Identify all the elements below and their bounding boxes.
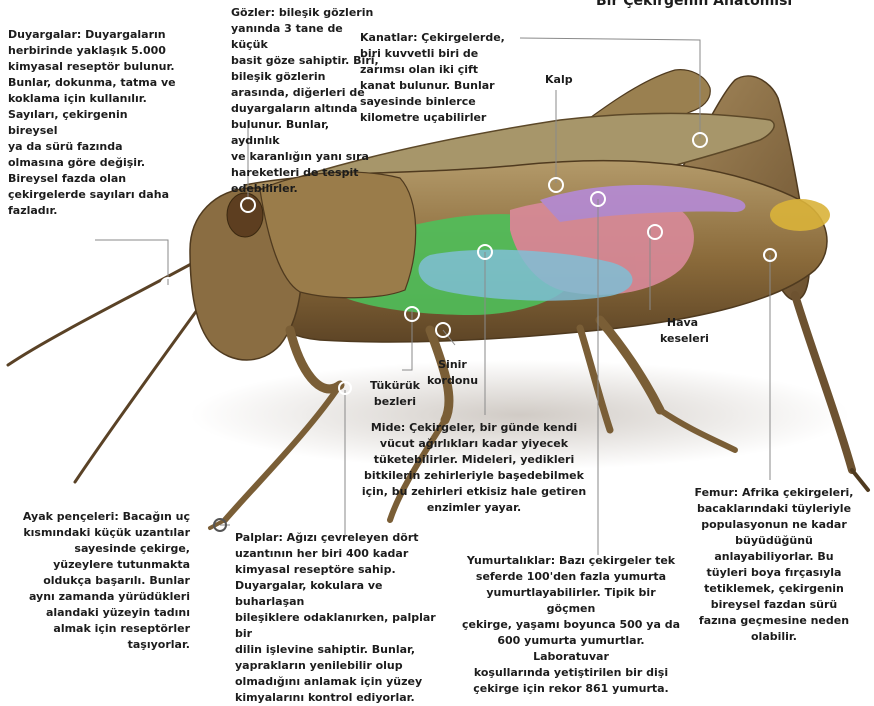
label-eyes: Gözler: bileşik gözlerin yanında 3 tane …: [231, 5, 381, 197]
label-stomach: Mide: Çekirgeler, bir günde kendi vücut …: [354, 420, 594, 516]
label-femur: Femur: Afrika çekirgeleri, bacaklarındak…: [684, 485, 864, 645]
label-antennae: Duyargalar: Duyargaların herbirinde yakl…: [8, 27, 180, 219]
label-ovaries: Yumurtalıklar: Bazı çekirgeler tek sefer…: [461, 553, 681, 697]
diagram-title: Bir Çekirgenin Anatomisi: [596, 0, 792, 9]
label-heart: Kalp: [545, 72, 573, 88]
label-air-sacs: Hava keseleri: [660, 315, 705, 347]
label-claws: Ayak pençeleri: Bacağın uç kısmındaki kü…: [18, 509, 190, 653]
label-palps: Palplar: Ağızı çevreleyen dört uzantının…: [235, 530, 450, 706]
label-nerve-cord: Sinir kordonu: [425, 357, 480, 389]
label-salivary-glands: Tükürük bezleri: [367, 378, 423, 410]
label-wings: Kanatlar: Çekirgelerde, biri kuvvetli bi…: [360, 30, 520, 126]
hindgut-yellow: [770, 199, 830, 231]
